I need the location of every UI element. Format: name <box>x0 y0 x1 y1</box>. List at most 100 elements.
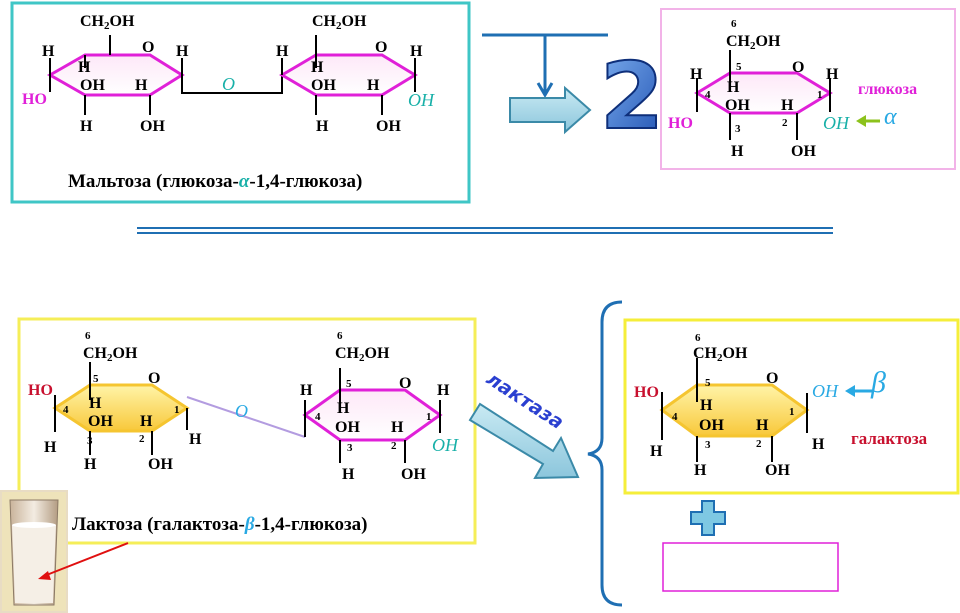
svg-text:H: H <box>44 439 57 456</box>
glucose-name: глюкоза <box>858 81 917 98</box>
svg-text:OH: OH <box>376 118 401 135</box>
lactose-bridge-oxygen: O <box>235 401 248 421</box>
svg-text:1: 1 <box>817 89 823 101</box>
galactose-ring: 6 CH2OH 5 O HO OH H 4 1 OH H 3 2 H H H O… <box>634 332 839 479</box>
svg-text:2: 2 <box>391 440 397 452</box>
svg-text:OH: OH <box>311 77 336 94</box>
svg-text:O: O <box>792 59 804 76</box>
svg-text:CH2OH: CH2OH <box>83 345 138 364</box>
section-divider <box>137 227 833 234</box>
svg-text:H: H <box>140 413 153 430</box>
svg-text:3: 3 <box>735 123 741 135</box>
svg-text:H: H <box>78 59 91 76</box>
svg-text:6: 6 <box>695 332 701 344</box>
svg-text:H: H <box>731 143 744 160</box>
svg-text:CH2OH: CH2OH <box>312 13 367 32</box>
svg-text:OH: OH <box>812 381 839 401</box>
svg-text:4: 4 <box>63 404 69 416</box>
answer-box[interactable] <box>662 542 839 592</box>
svg-text:H: H <box>410 43 423 60</box>
svg-text:H: H <box>176 43 189 60</box>
galactose-name: галактоза <box>851 429 928 448</box>
svg-text:CH2OH: CH2OH <box>335 345 390 364</box>
svg-text:2: 2 <box>756 438 762 450</box>
svg-text:H: H <box>80 118 93 135</box>
maltose-caption: Мальтоза (глюкоза-α-1,4-глюкоза) <box>68 171 362 192</box>
svg-text:H: H <box>316 118 329 135</box>
svg-text:H: H <box>84 456 97 473</box>
svg-text:1: 1 <box>789 406 795 418</box>
svg-text:3: 3 <box>87 435 93 447</box>
svg-text:H: H <box>42 43 55 60</box>
lactose-glucose-ring: 6 CH2OH 5 O H H H 4 1 OH H 3 2 OH H OH <box>300 330 459 483</box>
beta-pointer-arrow <box>845 385 872 397</box>
beta-symbol: β <box>870 366 886 399</box>
svg-text:H: H <box>337 400 350 417</box>
svg-text:HO: HO <box>634 384 659 401</box>
svg-text:3: 3 <box>347 442 353 454</box>
svg-text:4: 4 <box>672 411 678 423</box>
svg-text:OH: OH <box>88 413 113 430</box>
maltose-ring-left: CH2OH O H H H OH H HO H OH <box>22 13 189 135</box>
svg-text:3: 3 <box>705 439 711 451</box>
svg-text:H: H <box>812 436 825 453</box>
svg-text:O: O <box>399 375 411 392</box>
svg-text:CH2OH: CH2OH <box>693 345 748 364</box>
svg-text:H: H <box>311 59 324 76</box>
svg-text:4: 4 <box>705 89 711 101</box>
svg-text:H: H <box>727 79 740 96</box>
svg-text:6: 6 <box>337 330 343 342</box>
svg-text:6: 6 <box>85 330 91 342</box>
maltose-bridge-oxygen: O <box>222 74 235 94</box>
maltose-ring-right: CH2OH O H H H OH H OH H OH <box>276 13 435 135</box>
svg-text:H: H <box>781 97 794 114</box>
svg-text:OH: OH <box>335 419 360 436</box>
svg-text:5: 5 <box>705 377 711 389</box>
maltose-hydrolysis-arrow <box>482 33 608 135</box>
svg-text:H: H <box>89 395 102 412</box>
plus-icon <box>690 500 726 536</box>
alpha-symbol: α <box>884 104 897 130</box>
svg-text:2: 2 <box>782 117 788 129</box>
svg-text:H: H <box>690 66 703 83</box>
milk-pointer-arrow <box>38 542 129 580</box>
svg-text:CH2OH: CH2OH <box>80 13 135 32</box>
svg-text:OH: OH <box>823 113 850 133</box>
svg-text:HO: HO <box>28 382 53 399</box>
multiplier-two: 2 <box>600 43 664 150</box>
svg-text:OH: OH <box>401 466 426 483</box>
milk-glass-image <box>0 490 68 613</box>
svg-text:6: 6 <box>731 18 737 30</box>
svg-text:H: H <box>367 77 380 94</box>
svg-text:H: H <box>189 431 202 448</box>
svg-text:H: H <box>342 466 355 483</box>
svg-text:H: H <box>700 397 713 414</box>
ring-oxygen-label: O <box>142 39 154 56</box>
lactose-caption: Лактоза (галактоза-β-1,4-глюкоза) <box>72 514 368 535</box>
svg-text:5: 5 <box>93 373 99 385</box>
maltose-frame <box>10 1 471 204</box>
svg-text:H: H <box>826 66 839 83</box>
svg-text:OH: OH <box>80 77 105 94</box>
lactose-galactose-ring: 6 CH2OH 5 O HO H 4 1 OH H H 3 2 H H OH <box>28 330 202 473</box>
svg-text:CH2OH: CH2OH <box>726 33 781 52</box>
svg-text:H: H <box>276 43 289 60</box>
svg-text:O: O <box>766 370 778 387</box>
svg-text:O: O <box>148 370 160 387</box>
svg-text:OH: OH <box>148 456 173 473</box>
result-brace <box>587 300 623 607</box>
svg-text:H: H <box>300 382 313 399</box>
svg-text:H: H <box>694 462 707 479</box>
svg-text:OH: OH <box>725 97 750 114</box>
svg-text:O: O <box>375 39 387 56</box>
svg-text:2: 2 <box>139 433 145 445</box>
svg-text:OH: OH <box>408 90 435 110</box>
svg-text:OH: OH <box>765 462 790 479</box>
svg-text:H: H <box>437 382 450 399</box>
alpha-pointer-arrow <box>856 115 880 127</box>
ho-label: HO <box>22 91 47 108</box>
svg-text:H: H <box>650 443 663 460</box>
svg-text:4: 4 <box>315 411 321 423</box>
svg-text:5: 5 <box>736 61 742 73</box>
